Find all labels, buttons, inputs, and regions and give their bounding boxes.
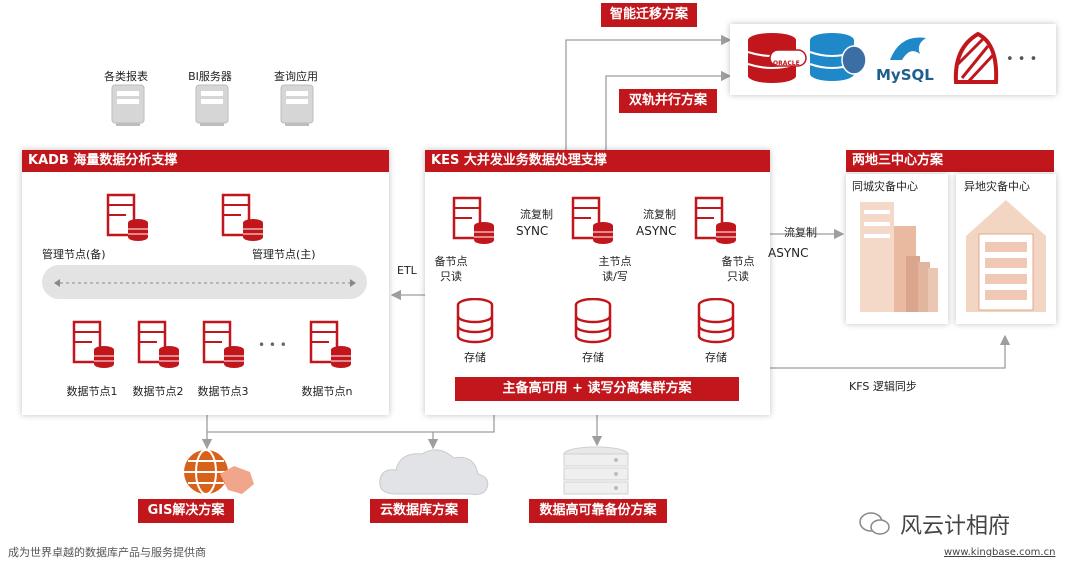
storage-label: 存储 [464,351,486,364]
local-dr-label: 同城灾备中心 [852,180,918,193]
storage-label: 存储 [705,351,727,364]
server-icon [280,84,314,126]
oracle-text: ORACLE [773,60,800,67]
data-node-icon [309,320,351,368]
mgmt-primary-node-icon [221,193,263,241]
dr-stream-copy-label: 流复制 [784,226,817,239]
source-db-panel: ORACLE MySQL • • • [730,24,1056,95]
kfs-sync-label: KFS 逻辑同步 [849,380,917,393]
data-node-icon [202,320,244,368]
backup-solution-label: 数据高可靠备份方案 [529,499,667,523]
client-label-reports: 各类报表 [104,70,148,83]
wechat-icon [859,512,890,535]
mgmt-backup-label: 管理节点(备) [42,248,106,261]
storage-icon [456,298,494,344]
gis-solution-label: GIS解决方案 [138,499,234,523]
kadb-title: KADB 海量数据分析支撑 [22,150,389,172]
mysql-dolphin-icon [890,37,926,60]
datacenter-building-icon [860,202,938,312]
storage-label: 存储 [582,351,604,364]
mysql-text: MySQL [876,66,934,84]
website-url[interactable]: www.kingbase.com.cn [944,547,1056,558]
dual-track-label: 双轨并行方案 [619,89,717,113]
remote-datacenter-icon [966,200,1046,312]
remote-dr-label: 异地灾备中心 [964,180,1030,193]
mgmt-backup-node-icon [106,193,148,241]
primary-node-icon [571,196,613,244]
data-node-label: 数据节点3 [197,385,249,398]
data-node-label: 数据节点1 [66,385,118,398]
stream-copy-label: 流复制 [643,208,676,221]
dr-title: 两地三中心方案 [846,150,1054,172]
etl-label: ETL [397,264,417,277]
storage-icon [574,298,612,344]
client-label-query: 查询应用 [274,70,318,83]
management-bus [42,265,367,299]
stream-copy-label: 流复制 [520,208,553,221]
bus-arrow [54,279,356,287]
standby-left-label: 备节点只读 [434,255,468,283]
cloud-db-solution-label: 云数据库方案 [370,499,468,523]
server-icon [111,84,145,126]
sqlserver-icon [953,31,999,84]
server-icon [195,84,229,126]
cluster-solution-label: 主备高可用 + 读写分离集群方案 [455,377,739,401]
data-node-label: 数据节点n [301,385,353,398]
dr-async-label: ASYNC [768,246,809,260]
smart-migration-label: 智能迁移方案 [601,3,697,27]
data-node-label: 数据节点2 [132,385,184,398]
kes-title: KES 大并发业务数据处理支撑 [425,150,770,172]
client-label-bi: BI服务器 [188,70,232,83]
oracle-db-icon [747,33,807,83]
cloud-icon [379,449,489,495]
globe-icon [184,449,254,495]
standby-right-label: 备节点只读 [721,255,755,283]
async-label: ASYNC [636,224,677,238]
primary-label: 主节点读/写 [598,255,632,283]
postgres-db-icon [809,33,867,81]
mgmt-primary-label: 管理节点(主) [252,248,316,261]
standby-node-icon [694,196,736,244]
brand-name: 风云计相府 [900,514,1011,539]
backup-server-icon [563,446,629,495]
standby-node-icon [452,196,494,244]
storage-icon [697,298,735,344]
data-node-ellipsis: • • • [258,338,287,352]
kes-panel [425,150,770,415]
more-db-ellipsis: • • • [1006,52,1038,67]
data-node-icon [72,320,114,368]
sync-label: SYNC [516,224,549,238]
footer-slogan: 成为世界卓越的数据库产品与服务提供商 [8,546,206,559]
data-node-icon [137,320,179,368]
